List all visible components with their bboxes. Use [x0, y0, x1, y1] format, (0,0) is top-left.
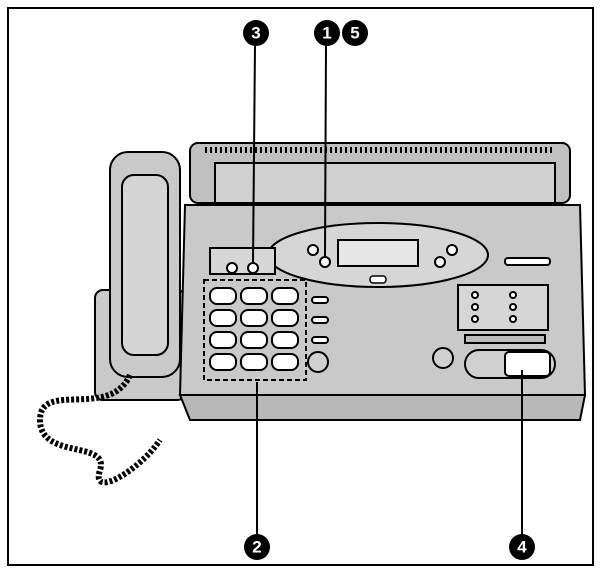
keypad-key[interactable]	[271, 331, 299, 349]
keypad-key[interactable]	[240, 331, 268, 349]
keypad-key[interactable]	[209, 353, 237, 371]
svg-text:5: 5	[350, 24, 359, 43]
callout-1: 1	[314, 20, 340, 46]
panel-button[interactable]	[446, 244, 458, 256]
indicator	[509, 303, 517, 311]
function-button[interactable]	[311, 296, 329, 304]
callout-4: 4	[509, 534, 535, 560]
dial-keypad	[203, 279, 307, 381]
function-button[interactable]	[432, 347, 454, 369]
keypad-key[interactable]	[209, 309, 237, 327]
display	[337, 239, 419, 267]
keypad-key[interactable]	[271, 287, 299, 305]
indicator	[509, 315, 517, 323]
frame-border	[7, 7, 594, 566]
indicator	[471, 291, 479, 299]
function-button[interactable]	[504, 257, 551, 266]
svg-text:4: 4	[517, 538, 527, 557]
callout-2: 2	[244, 534, 270, 560]
function-button[interactable]	[307, 351, 329, 373]
panel-button[interactable]	[307, 244, 319, 256]
handset	[94, 151, 186, 401]
callout-5: 5	[342, 20, 368, 46]
indicator	[471, 315, 479, 323]
panel-button[interactable]	[247, 262, 259, 274]
keypad-key[interactable]	[240, 287, 268, 305]
panel-button[interactable]	[369, 275, 387, 284]
keypad-key[interactable]	[209, 287, 237, 305]
keypad-keys	[209, 287, 299, 371]
button-strip[interactable]	[464, 334, 546, 344]
callout-3: 3	[243, 20, 269, 46]
svg-text:2: 2	[252, 538, 261, 557]
keypad-key[interactable]	[209, 331, 237, 349]
keypad-key[interactable]	[271, 309, 299, 327]
indicator	[471, 303, 479, 311]
left-key-group	[209, 247, 276, 275]
keypad-key[interactable]	[271, 353, 299, 371]
leader-lines	[252, 44, 523, 535]
function-button[interactable]	[311, 316, 329, 324]
start-button[interactable]	[504, 351, 551, 377]
indicator	[509, 291, 517, 299]
panel-button[interactable]	[319, 256, 331, 268]
panel-button[interactable]	[226, 262, 238, 274]
panel-button[interactable]	[434, 256, 446, 268]
keypad-key[interactable]	[240, 353, 268, 371]
svg-text:1: 1	[322, 24, 331, 43]
keypad-key[interactable]	[240, 309, 268, 327]
function-button[interactable]	[311, 336, 329, 344]
handset-cord	[36, 373, 163, 486]
svg-text:3: 3	[251, 24, 260, 43]
